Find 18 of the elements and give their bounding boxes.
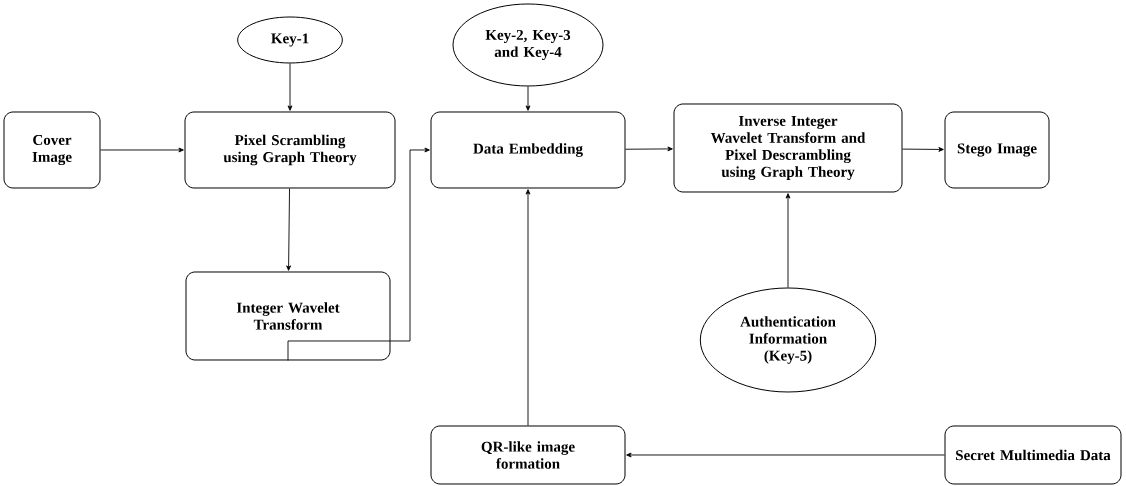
process-box: Stego Image	[944, 111, 1050, 189]
arrow	[287, 147, 430, 361]
arrow	[626, 452, 945, 458]
arrow	[287, 63, 293, 111]
arrow	[286, 188, 291, 271]
arrow	[625, 146, 673, 152]
process-box: Pixel Scrambling using Graph Theory	[184, 111, 396, 189]
process-box: Secret Multimedia Data	[944, 425, 1122, 485]
arrow	[100, 147, 184, 153]
arrow	[785, 193, 791, 288]
arrow	[902, 147, 944, 152]
arrow	[525, 189, 531, 426]
process-box: Data Embedding	[430, 111, 626, 189]
process-box: Cover Image	[3, 111, 101, 189]
process-box: Integer Wavelet Transform	[185, 271, 391, 361]
arrow	[525, 86, 531, 111]
process-box: QR-like image formation	[430, 425, 626, 485]
process-box: Inverse Integer Wavelet Transform and Pixel Descrambling using Graph Theory	[673, 103, 903, 193]
